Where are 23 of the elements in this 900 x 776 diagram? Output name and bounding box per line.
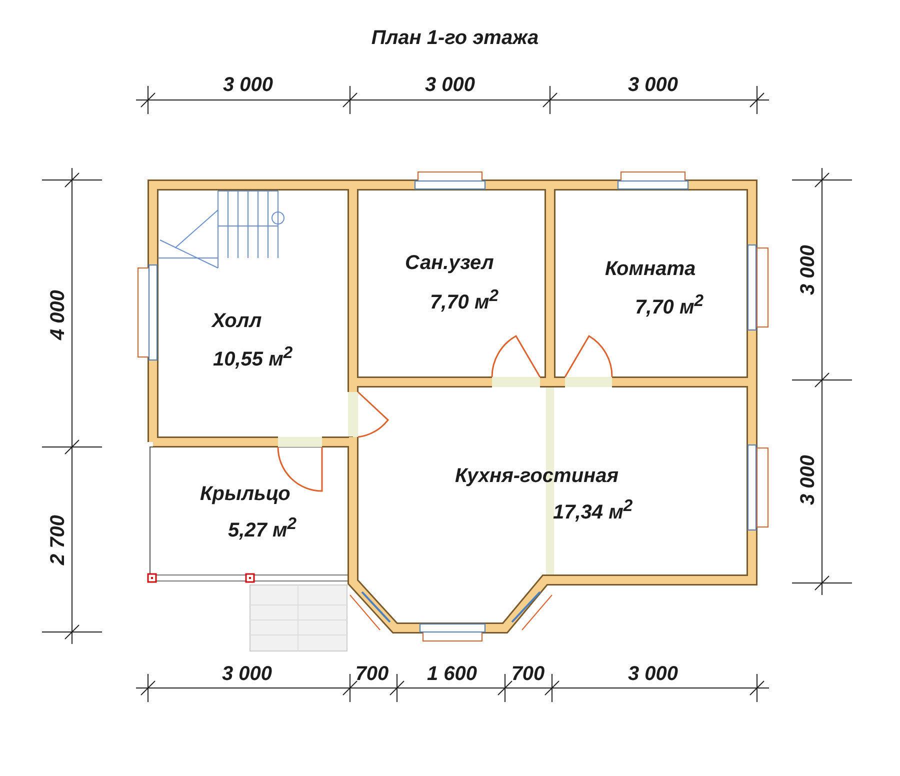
room-area: 17,34 м$^{2}$ xyxy=(553,495,633,524)
dimension-label: 3 000 xyxy=(797,244,819,296)
room-name: Кухня-гостиная xyxy=(455,465,619,487)
room-name: Крыльцо xyxy=(200,483,290,505)
room-area: 10,55 м$^{2}$ xyxy=(213,342,293,371)
dimension-label: 3 000 xyxy=(628,663,678,685)
dimension-label: 2 700 xyxy=(47,514,69,566)
dimension-label: 3 000 xyxy=(628,74,678,96)
plan-title: План 1-го этажа xyxy=(371,27,539,49)
room-area: 7,70 м$^{2}$ xyxy=(635,290,704,319)
room-area: 5,27 м$^{2}$ xyxy=(228,513,297,542)
dimension-label: 4 000 xyxy=(47,290,69,340)
room-area: 7,70 м$^{2}$ xyxy=(430,285,499,314)
room-name: Комната xyxy=(605,258,696,280)
dimension-label: 3 000 xyxy=(424,74,476,96)
dimension-label: 3 000 xyxy=(797,454,819,506)
room-name: Сан.узел xyxy=(405,252,494,274)
dimension-label: 700 xyxy=(355,663,389,685)
room-name: Холл xyxy=(212,310,262,332)
dimension-label: 3 000 xyxy=(222,74,274,96)
dimension-label: 3 000 xyxy=(222,663,272,685)
dimension-label: 1 600 xyxy=(426,663,478,685)
dimension-label: 700 xyxy=(511,663,545,685)
